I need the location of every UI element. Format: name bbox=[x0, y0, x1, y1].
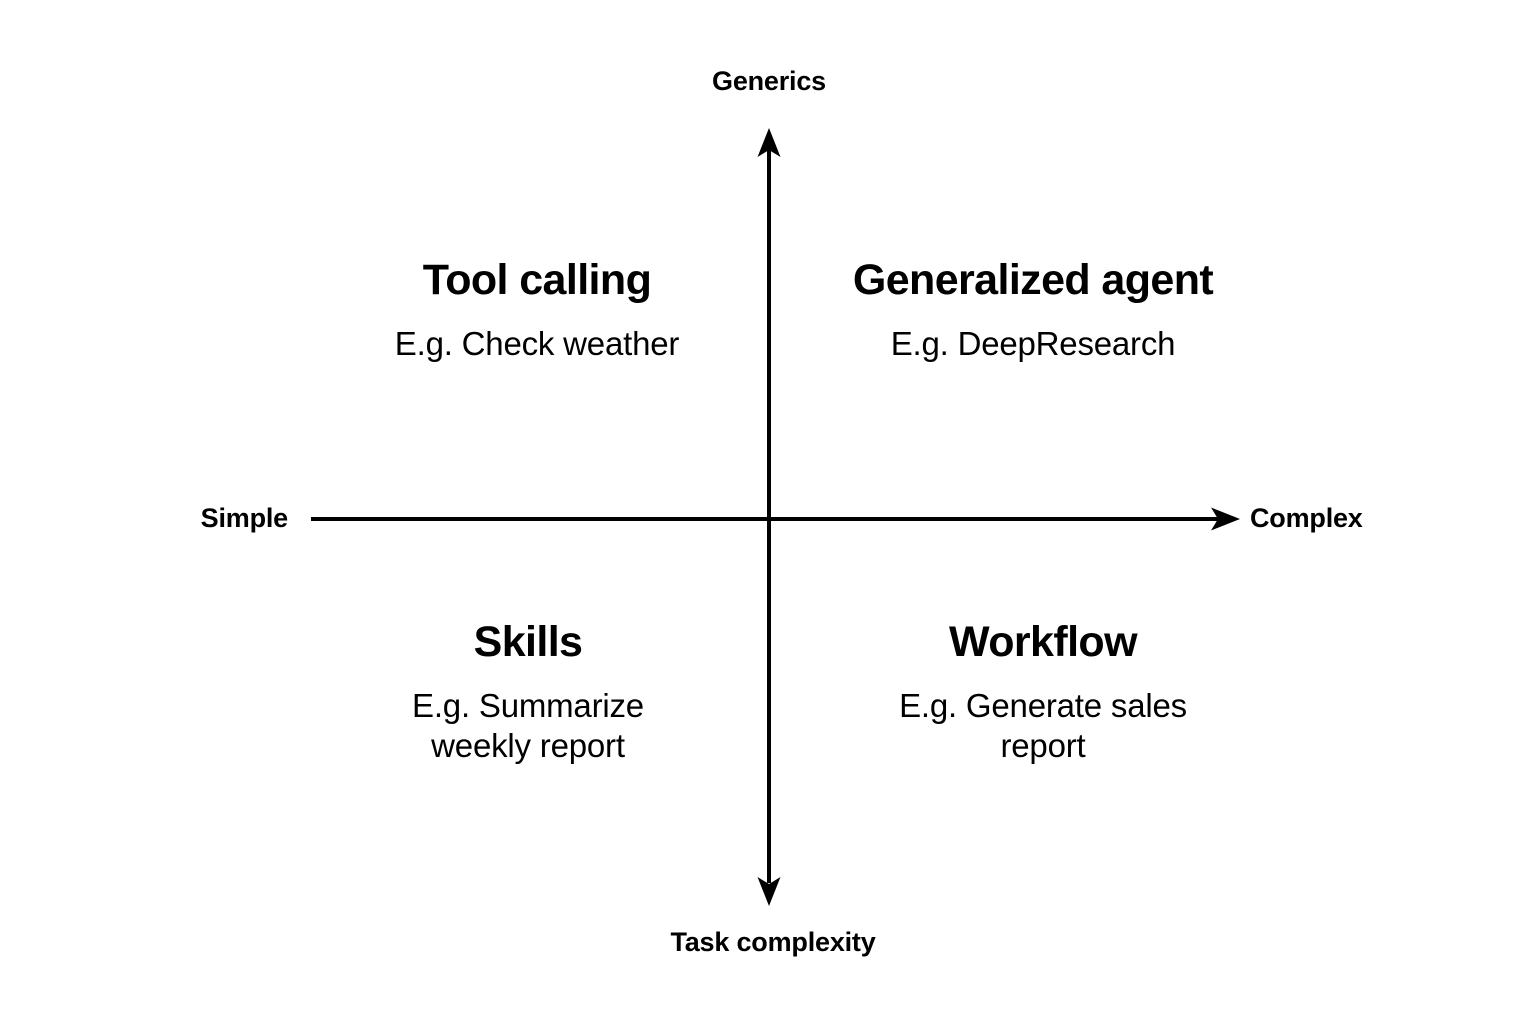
axis-label-simple: Simple bbox=[200, 503, 289, 533]
quadrant-top-left: Tool calling E.g. Check weather bbox=[337, 256, 737, 364]
quadrant-example: E.g. DeepResearch bbox=[890, 325, 1176, 363]
axis-label-task-complexity: Task complexity bbox=[670, 927, 876, 957]
axis-label-generics: Generics bbox=[712, 66, 826, 96]
horizontal-axis-right-arrowhead bbox=[1211, 507, 1240, 531]
vertical-axis-bottom-arrowhead bbox=[757, 877, 781, 906]
quadrant-bottom-left: Skills E.g. Summarize weekly report bbox=[328, 618, 728, 767]
quadrant-example: E.g. Check weather bbox=[394, 325, 680, 363]
quadrant-bottom-right: Workflow E.g. Generate sales report bbox=[843, 618, 1243, 767]
quadrant-example: E.g. Summarize weekly report bbox=[412, 687, 644, 765]
quadrant-title: Workflow bbox=[949, 618, 1138, 666]
quadrant-title: Generalized agent bbox=[852, 256, 1214, 304]
quadrant-title: Skills bbox=[473, 618, 583, 666]
vertical-axis-top-arrowhead bbox=[757, 128, 781, 157]
quadrant-top-right: Generalized agent E.g. DeepResearch bbox=[800, 256, 1266, 364]
quadrant-example: E.g. Generate sales report bbox=[899, 687, 1187, 765]
axis-label-complex: Complex bbox=[1250, 503, 1363, 533]
quadrant-title: Tool calling bbox=[422, 256, 652, 304]
